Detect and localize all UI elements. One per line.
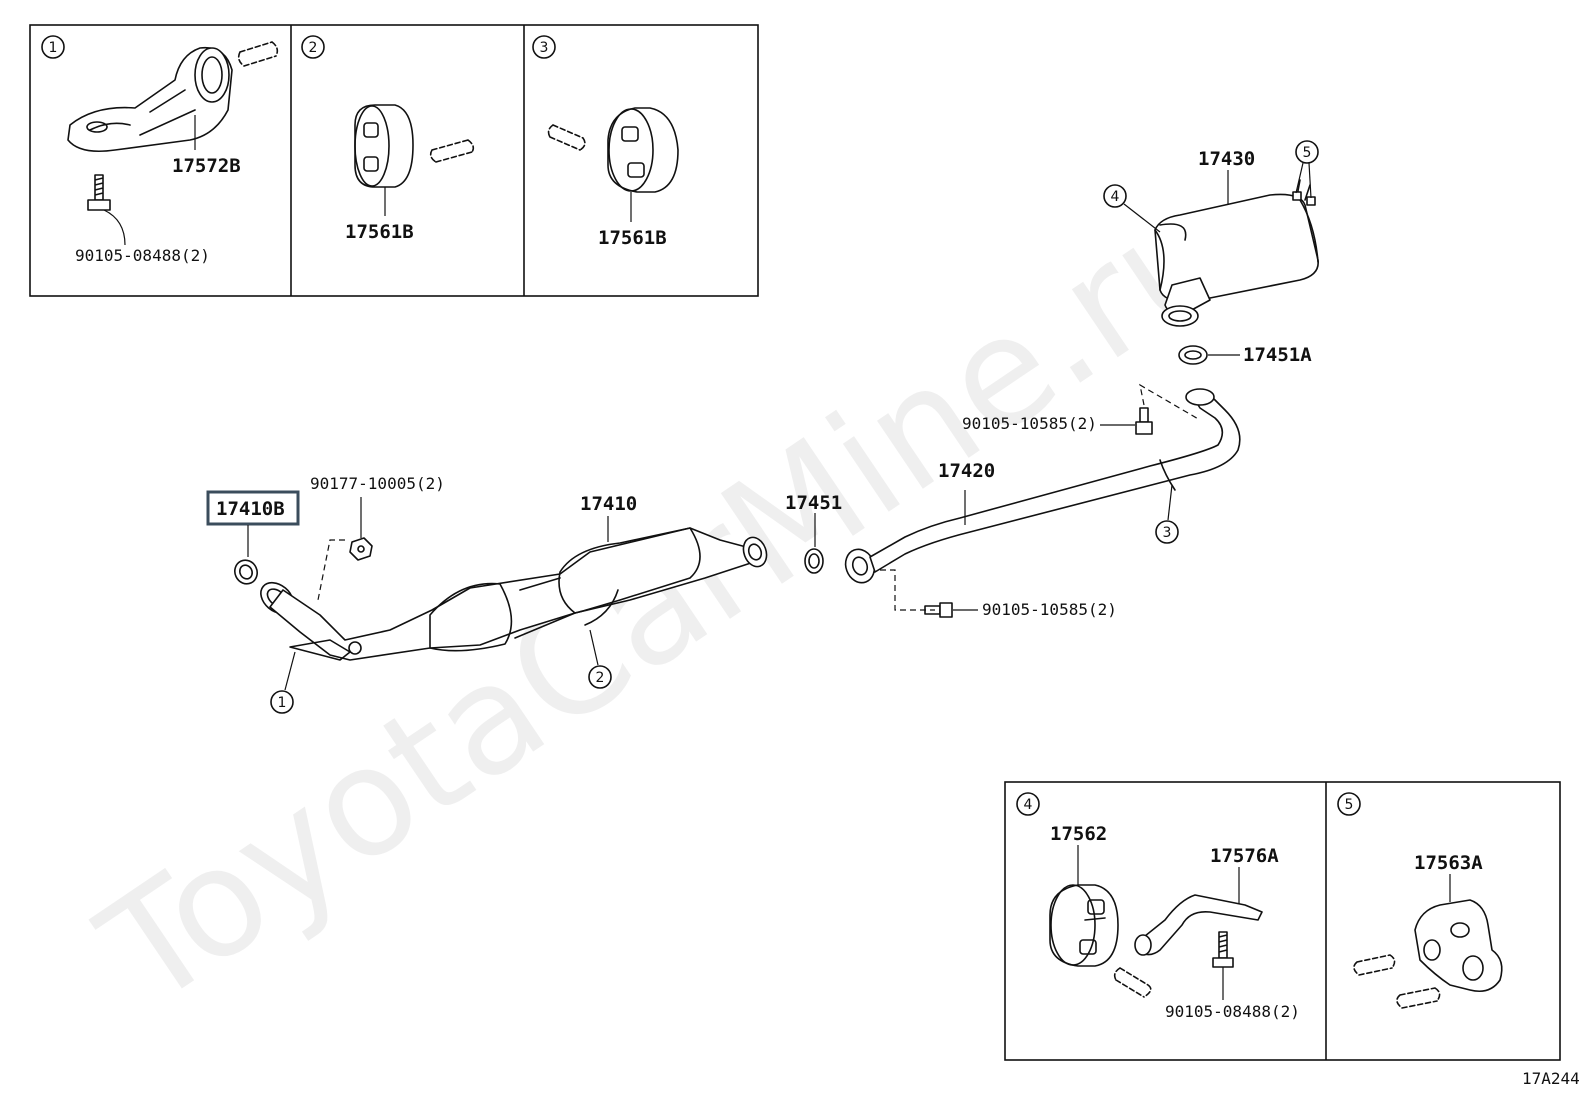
part-label: 17451A: [1243, 344, 1312, 366]
callout-number: 1: [278, 695, 287, 711]
callout-number: 2: [309, 40, 318, 56]
rubber-hanger-icon: [607, 107, 679, 193]
bolt-icon: [1212, 931, 1234, 968]
gasket-17410b-icon: [234, 559, 258, 585]
bottom-insets: 4 17562 17576A 90105-08488(2): [1004, 781, 1561, 1061]
callout-circle: [1016, 792, 1040, 816]
callout-number: 5: [1345, 797, 1354, 813]
nut-label: 90177-10005(2): [310, 474, 445, 493]
part-label: 17562: [1050, 823, 1107, 845]
callout-circle-2: [588, 665, 612, 689]
pin-icon: [1396, 987, 1441, 1009]
pin-icon: [429, 139, 475, 163]
dashed-leader: [1139, 383, 1201, 421]
main-assembly: 17410B 90177-10005(2): [206, 140, 1319, 714]
bolt-label: 90105-10585(2): [982, 600, 1117, 619]
callout-circle: [41, 35, 65, 59]
callout-circle-3: [1155, 520, 1179, 544]
pin-icon: [1113, 967, 1152, 998]
bottom-inset-frame: [1004, 781, 1561, 1061]
part-label: 17430: [1198, 148, 1255, 170]
part-label: 17576A: [1210, 845, 1279, 867]
callout-circle-4: [1103, 184, 1127, 208]
leader-line: [1308, 162, 1312, 199]
callout-number: 3: [1163, 525, 1172, 541]
bracket-17576a-icon: [1134, 894, 1263, 956]
callout-circle: [1337, 792, 1361, 816]
callout-circle: [532, 35, 556, 59]
pin-icon: [1353, 954, 1396, 976]
exhaust-front-pipe-17410: [260, 527, 768, 661]
rubber-hanger-icon: [354, 104, 414, 188]
callout-number: 2: [596, 670, 605, 686]
part-label: 17572B: [172, 155, 241, 177]
part-label: 17561B: [345, 221, 414, 243]
callout-number: 4: [1111, 189, 1120, 205]
nut-icon: [349, 537, 373, 561]
top-inset-frame: [29, 24, 759, 297]
intermediate-pipe-17420: [844, 388, 1241, 584]
muffler-17430: [1154, 179, 1319, 327]
rubber-hanger-17563a-icon: [1414, 899, 1503, 993]
callout-number: 3: [540, 40, 549, 56]
highlighted-part-label: 17410B: [216, 498, 285, 520]
leader-line: [1123, 203, 1161, 233]
bolt-icon: [924, 602, 953, 618]
top-insets: 1 17572B 90105-08488(2): [29, 24, 759, 297]
rubber-hanger-icon: [1049, 884, 1119, 967]
bolt-icon: [87, 174, 111, 211]
inset-2: 2 17561B: [301, 35, 475, 243]
leader-line: [284, 651, 296, 691]
inset-5: 5 17563A: [1337, 792, 1503, 1009]
bracket-17572b-icon: [67, 46, 233, 153]
pin-icon: [237, 41, 279, 67]
part-label: 17420: [938, 460, 995, 482]
part-label: 17451: [785, 492, 842, 514]
inset-4: 4 17562 17576A 90105-08488(2): [1016, 792, 1300, 1021]
bolt-label: 90105-10585(2): [962, 414, 1097, 433]
inset-3: 3 17561B: [532, 35, 679, 249]
part-label: 17561B: [598, 227, 667, 249]
leader-line: [1295, 162, 1304, 194]
callout-number: 5: [1303, 145, 1312, 161]
part-label: 17410: [580, 493, 637, 515]
leader-line: [589, 629, 599, 666]
callout-number: 1: [49, 40, 58, 56]
part-label: 17563A: [1414, 852, 1483, 874]
leader-line: [1167, 484, 1173, 521]
gasket-17451-icon: [804, 548, 824, 574]
bolt-label: 90105-08488(2): [1165, 1002, 1300, 1021]
bolt-icon: [1135, 407, 1153, 435]
inset-1: 1 17572B 90105-08488(2): [41, 35, 279, 265]
gasket-17451a-icon: [1178, 345, 1208, 365]
bolt-label: 90105-08488(2): [75, 246, 210, 265]
pin-icon: [547, 124, 586, 151]
callout-number: 4: [1024, 797, 1033, 813]
dashed-leader: [880, 569, 935, 611]
leader-line: [103, 209, 126, 246]
callout-circle-1: [270, 690, 294, 714]
dashed-leader: [317, 539, 345, 601]
highlight-box: [206, 490, 300, 526]
diagram-code: 17A244: [1522, 1069, 1580, 1088]
callout-circle-5: [1295, 140, 1319, 164]
callout-circle: [301, 35, 325, 59]
